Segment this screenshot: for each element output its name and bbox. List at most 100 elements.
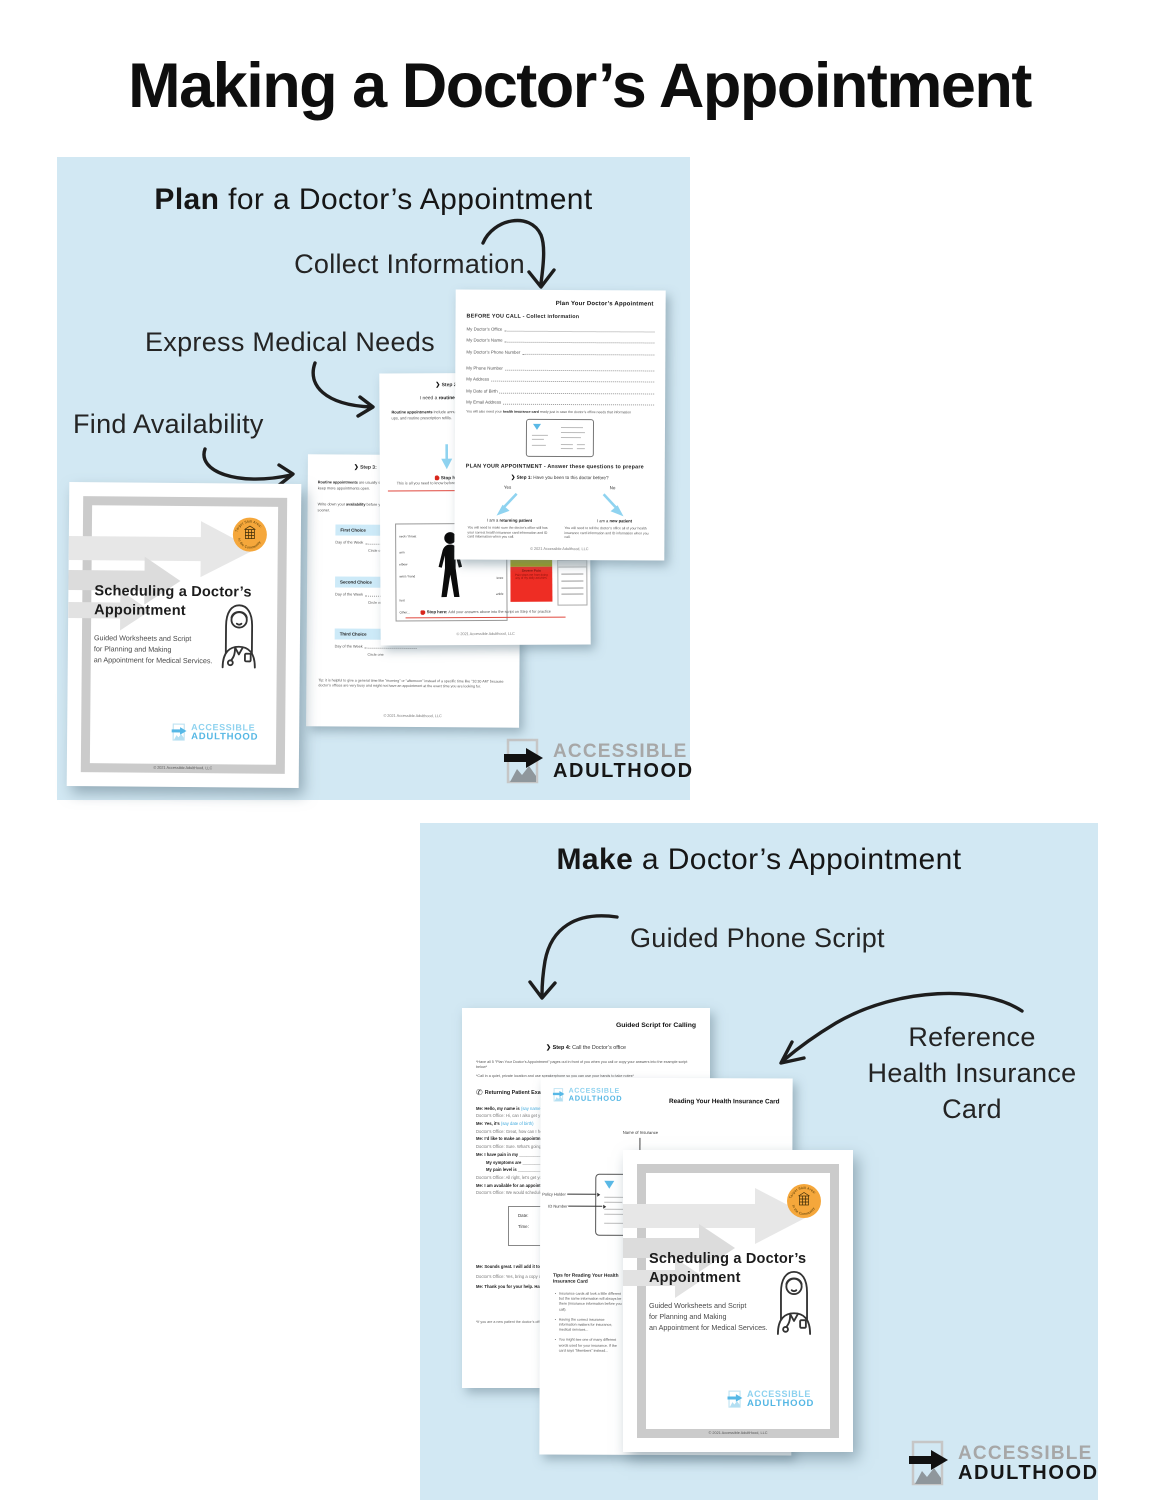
curved-arrow-icon — [202, 447, 295, 488]
brand-line1: ACCESSIBLE — [747, 1389, 812, 1399]
express-medical-needs-label: Express Medical Needs — [145, 327, 435, 357]
script-line: Doctor’s Office: Hi, can I also get your… — [476, 1113, 572, 1119]
script-section-heading: ✆Returning Patient Example Script — [476, 1088, 571, 1097]
diagonal-arrow-icon — [602, 493, 624, 517]
plan-heading: Plan for a Doctor’s Appointment — [57, 183, 690, 217]
script-note: *Have all 5 "Plan Your Doctor’s Appointm… — [476, 1060, 688, 1070]
copyright: © 2021 Accessible Adulthood, LLC — [383, 713, 442, 719]
step4-line: ❯ Step 4: Call the Doctor’s office — [545, 1044, 627, 1051]
brand-line1: ACCESSIBLE — [553, 740, 688, 762]
brand-line2: ADULTHOOD — [958, 1462, 1099, 1485]
doctor-illustration-icon — [221, 604, 256, 669]
form-field: My Date of Birth — [466, 388, 655, 394]
plan-panel: Plan for a Doctor’s Appointment Collect … — [57, 157, 692, 800]
tip-text: Tip: it is helpful to give a general tim… — [318, 678, 504, 689]
stop-icon — [434, 476, 439, 481]
building-icon — [244, 525, 256, 539]
make-heading-bold: Make — [556, 843, 634, 876]
name-of-insurance-label: Name of Insurance — [622, 1129, 659, 1135]
worksheet-plan-page: Plan Your Doctor’s Appointment BEFORE YO… — [454, 289, 666, 561]
form-field: My Email Address — [466, 400, 655, 406]
stop-block: Stop here: Add your answers above into t… — [389, 608, 583, 618]
insurance-note: You will also need your health insurance… — [466, 409, 632, 415]
script-line: Me: Yes, it’s (say date of birth) — [476, 1121, 534, 1127]
make-heading: Make a Doctor’s Appointment — [420, 843, 1098, 877]
phone-icon: ✆ — [476, 1088, 483, 1097]
curved-arrow-icon — [779, 991, 1024, 1065]
building-icon — [798, 1192, 810, 1206]
plan-your-appointment-heading: PLAN YOUR APPOINTMENT - Answer these que… — [465, 463, 644, 471]
cover-subtitle: Guided Worksheets and Script for Plannin… — [93, 633, 213, 666]
brand-logo-icon — [171, 723, 187, 741]
script-line: Me: I am available for an appointment — [476, 1182, 551, 1188]
curved-arrow-icon — [528, 914, 619, 1000]
script-line: Me: Thank you for your help. Have a good… — [476, 1283, 570, 1289]
time-label: Time: — [518, 1224, 529, 1229]
copyright: © 2021 Accessible Adulthood, LLC — [456, 631, 515, 637]
brand-line2: ADULTHOOD — [747, 1398, 815, 1410]
script-line: Doctor’s Office: Great, how can I help y… — [476, 1128, 568, 1134]
insurance-card-graphic — [525, 418, 595, 458]
make-panel: Make a Doctor’s Appointment Guided Phone… — [420, 823, 1098, 1500]
script-line: Me: I have pain in my ____________ — [476, 1151, 548, 1157]
brand-line1: ACCESSIBLE — [958, 1442, 1093, 1464]
chevron-icon: ❯ — [353, 464, 359, 471]
cover-title: Scheduling a Doctor’s Appointment — [649, 1251, 807, 1286]
brand-line2: ADULTHOOD — [568, 1094, 623, 1104]
insurance-card-page: ACCESSIBLE ADULTHOOD Reading Your Health… — [539, 1077, 793, 1456]
script-line: Me: Hello, my name is (say name) — [476, 1105, 542, 1111]
cover-page: Target Skill Area: In the Community Sche… — [623, 1150, 853, 1452]
down-arrow-icon — [441, 444, 453, 470]
tip-item: You might see one of many different word… — [555, 1338, 623, 1354]
policy-holder-label: Policy Holder — [542, 1192, 601, 1197]
returning-patient-label: I am a returning patient — [486, 517, 533, 523]
find-availability-label: Find Availability — [73, 409, 264, 439]
severe-pain-box: Severe Pain Pain stops me from doing any… — [510, 559, 553, 602]
diagonal-arrow-icon — [496, 492, 518, 516]
brand-logo-icon — [504, 738, 543, 784]
brand-logo: ACCESSIBLE ADULTHOOD — [503, 737, 694, 787]
new-patient-note: You will need to tell the doctor’s offic… — [564, 525, 649, 540]
make-heading-rest: a Doctor’s Appointment — [633, 843, 962, 876]
stop-icon — [420, 610, 425, 615]
cover-page: Target Skill Area: In the Community Sche… — [66, 481, 302, 789]
brand-logo: ACCESSIBLE ADULTHOOD — [552, 1088, 623, 1104]
tips-heading: Tips for Reading Your Health Insurance C… — [552, 1273, 619, 1285]
insurer-logo-icon — [604, 1180, 615, 1189]
script-line: Doctor’s Office: We would schedule — [476, 1190, 543, 1196]
brand-logo-icon — [552, 1088, 565, 1102]
new-patient-label: I am a new patient — [596, 518, 633, 524]
script-line: Doctor’s Office: All right, let’s get yo… — [476, 1174, 565, 1180]
returning-patient-note: You will need to make sure the doctor’s … — [467, 525, 548, 540]
insurer-logo-icon — [532, 423, 542, 430]
no-label: No — [609, 485, 616, 491]
date-label: Date: — [518, 1213, 529, 1218]
before-you-call-heading: BEFORE YOU CALL - Collect information — [466, 313, 580, 321]
tips-list: Insurance cards all look a little differ… — [555, 1292, 623, 1359]
script-line: My symptoms are ____________ — [486, 1159, 551, 1165]
step1-line: ❯ Step 1: Have you been to this doctor b… — [510, 474, 609, 481]
cover-arrows-icon — [623, 1188, 809, 1298]
form-field: My Doctor’s Phone Number — [466, 349, 655, 355]
cover-arrows-icon — [68, 521, 255, 631]
collect-information-label: Collect Information — [294, 249, 525, 279]
brand-logo: ACCESSIBLE ADULTHOOD — [727, 1389, 815, 1410]
guided-phone-script-label: Guided Phone Script — [630, 923, 885, 953]
form-field: My Phone Number — [466, 365, 655, 371]
chevron-icon: ❯ — [510, 474, 516, 481]
plan-heading-rest: for a Doctor’s Appointment — [219, 183, 593, 216]
notes-column — [557, 559, 588, 606]
doctor-illustration-icon — [776, 1270, 812, 1335]
arrow-head-icon — [603, 1204, 607, 1209]
curved-arrow-icon — [481, 218, 556, 289]
id-number-label: ID Number — [548, 1204, 607, 1209]
script-lines: Me: Hello, my name is (say name) Doctor’… — [476, 1103, 681, 1196]
yes-label: Yes — [503, 484, 512, 490]
brand-line2: ADULTHOOD — [191, 731, 259, 744]
brand-logo: ACCESSIBLE ADULTHOOD — [908, 1439, 1099, 1489]
reference-card-label: Reference Health Insurance Card — [867, 1022, 1077, 1124]
brand-logo: ACCESSIBLE ADULTHOOD — [171, 722, 259, 744]
plan-heading-bold: Plan — [154, 183, 220, 216]
tip-item: Having the correct insurance information… — [555, 1317, 623, 1333]
